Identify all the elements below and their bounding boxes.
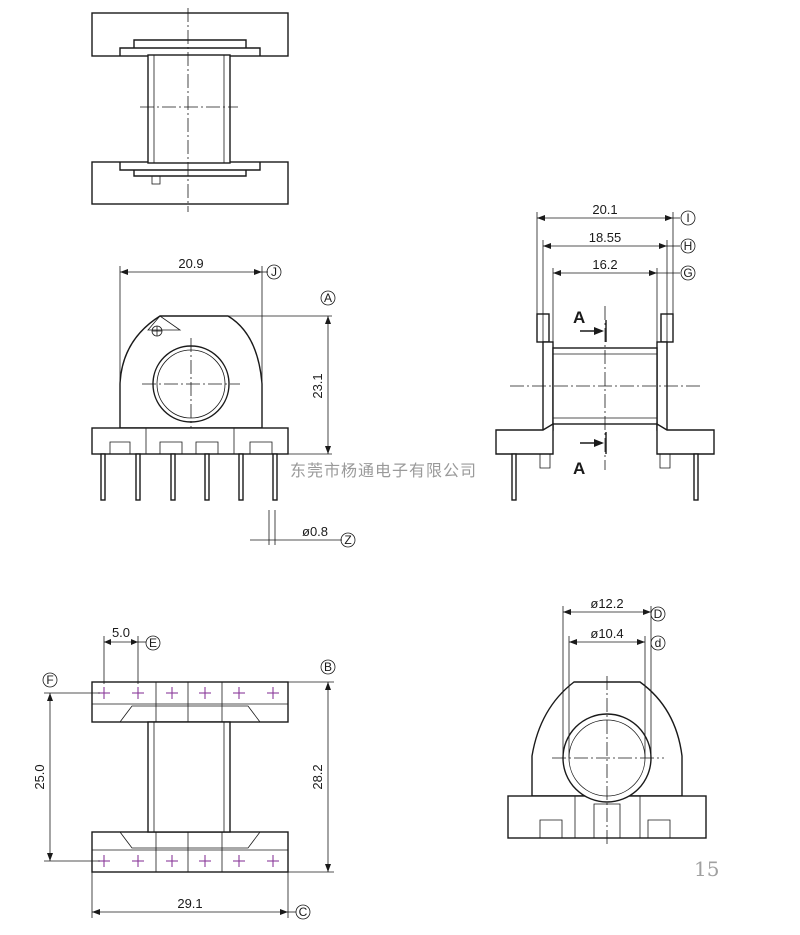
callout-z: Z (344, 533, 351, 547)
dim-side-inner: 16.2 (592, 257, 617, 272)
callout-b: B (324, 660, 332, 674)
front-view: 20.9 J 23.1 A ø0.8 Z (91, 256, 356, 548)
dim-front-width: 20.9 (178, 256, 203, 271)
dim-side-overall: 20.1 (592, 202, 617, 217)
section-mark-top: A (573, 308, 585, 327)
section-view: ø12.2 D ø10.4 d (507, 596, 707, 846)
dim-inner-diameter: ø10.4 (590, 626, 623, 641)
callout-d-upper: D (654, 607, 663, 621)
section-mark-bottom: A (573, 459, 585, 478)
top-view (91, 8, 289, 212)
dim-outer-diameter: ø12.2 (590, 596, 623, 611)
dim-pin-diameter: ø0.8 (302, 524, 328, 539)
callout-a: A (324, 291, 332, 305)
callout-j: J (271, 265, 277, 279)
callout-h: H (684, 239, 693, 253)
watermark: 东莞市杨通电子有限公司 (290, 461, 477, 480)
dim-row-spacing: 25.0 (32, 764, 47, 789)
dim-front-height: 23.1 (310, 373, 325, 398)
page-number: 15 (694, 857, 719, 881)
callout-i: I (686, 211, 689, 225)
callout-e: E (149, 636, 157, 650)
pin-markers (98, 687, 279, 867)
callout-g: G (683, 266, 692, 280)
front-pins (100, 453, 278, 501)
callout-c: C (299, 905, 308, 919)
dim-side-mid: 18.55 (589, 230, 622, 245)
bottom-view: 5.0 E 25.0 F 28.2 B 29.1 C (32, 625, 336, 920)
callout-d-lower: d (655, 636, 662, 650)
dim-base-width: 29.1 (177, 896, 202, 911)
callout-f: F (46, 673, 53, 687)
dim-pitch: 5.0 (112, 625, 130, 640)
side-view: A A 20.1 I 18.55 H 16.2 G (495, 202, 715, 501)
dim-flange-span: 28.2 (310, 764, 325, 789)
